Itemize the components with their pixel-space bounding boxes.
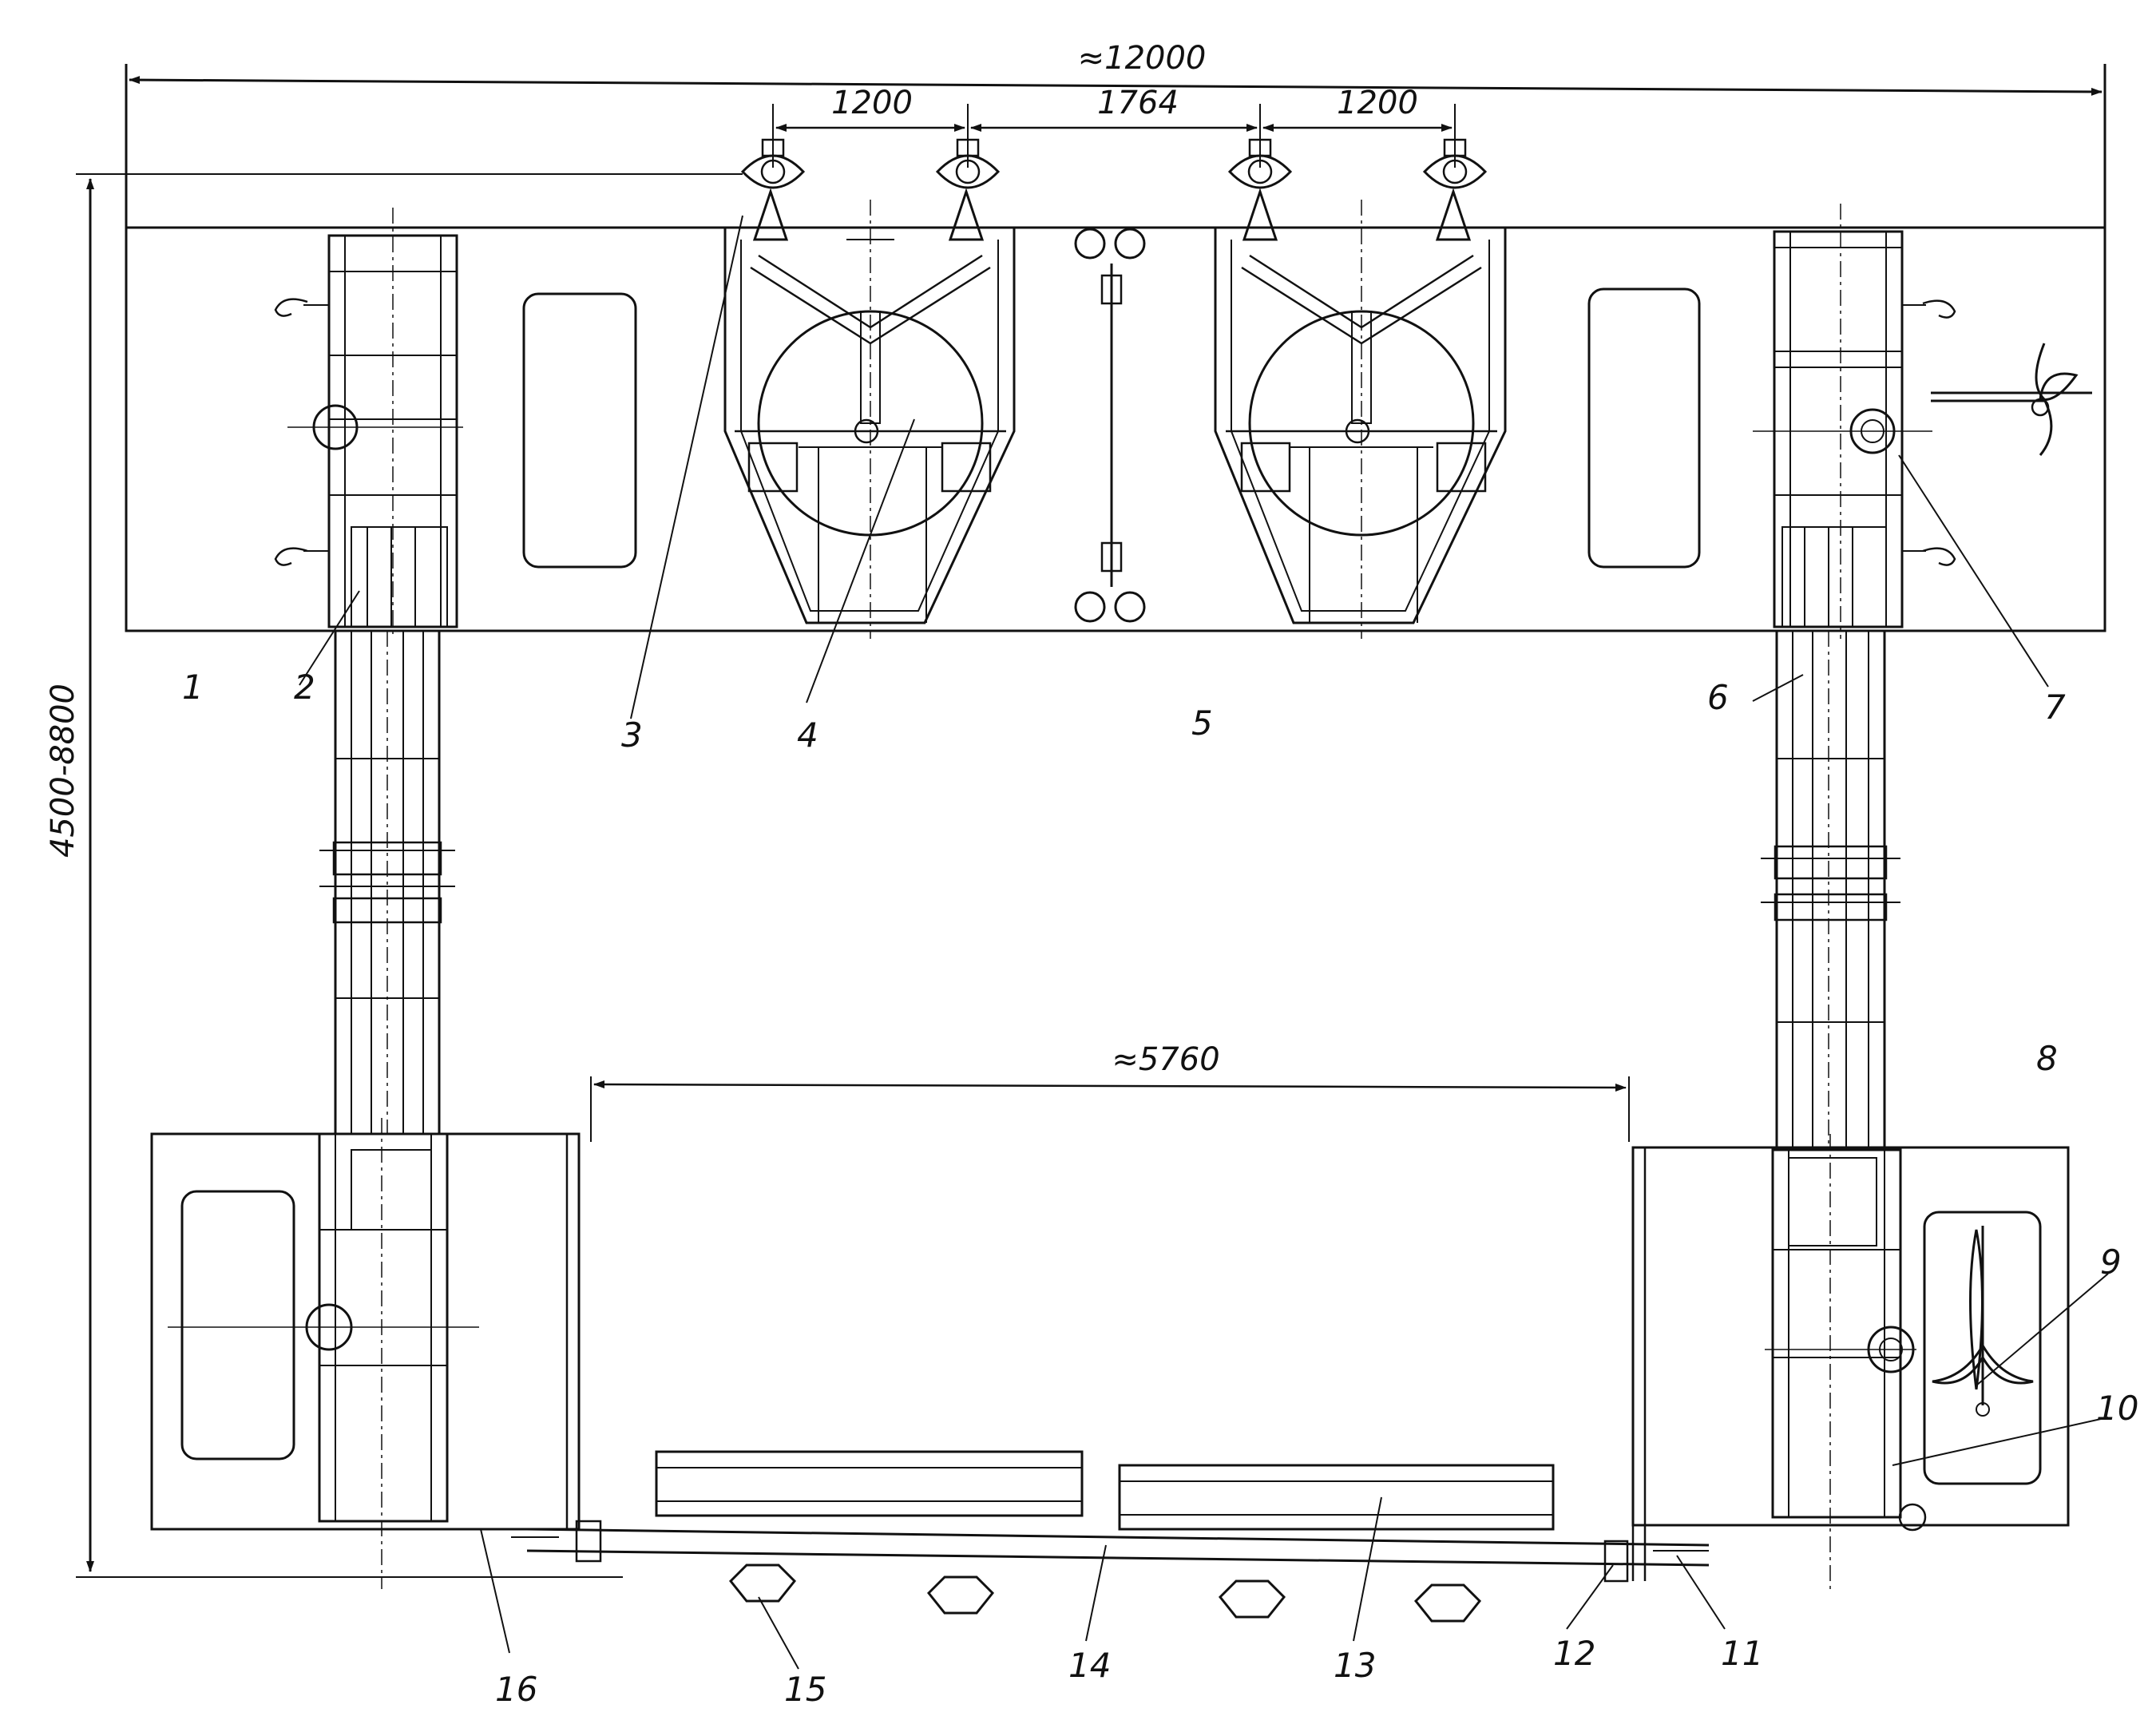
callout-10: 10 bbox=[2096, 1389, 2138, 1428]
callout-1: 1 bbox=[182, 668, 204, 707]
center-shaft bbox=[1074, 228, 1146, 623]
left-trolley bbox=[723, 138, 1016, 639]
callout-leaders bbox=[299, 215, 2109, 1670]
callout-6: 6 bbox=[1707, 678, 1729, 717]
callout-14: 14 bbox=[1068, 1646, 1111, 1685]
dimension-span: ≈5760 bbox=[590, 1041, 1630, 1142]
left-girder-window bbox=[522, 292, 637, 569]
callout-7: 7 bbox=[2044, 688, 2066, 727]
left-leg bbox=[319, 629, 455, 1135]
callout-11: 11 bbox=[1721, 1634, 1763, 1673]
callout-8: 8 bbox=[2036, 1039, 2058, 1078]
counterweight-left bbox=[655, 1450, 1084, 1517]
rail-wheels bbox=[728, 1564, 1482, 1623]
top-girder bbox=[125, 226, 2106, 632]
callout-15: 15 bbox=[784, 1670, 826, 1709]
rail-clamp-upper bbox=[1931, 343, 2092, 456]
callout-3: 3 bbox=[621, 715, 643, 755]
lower-left-carriage bbox=[150, 1118, 581, 1589]
callout-labels: 1 2 3 4 5 6 7 8 9 10 11 12 13 14 15 16 bbox=[182, 668, 2138, 1709]
right-trolley-wheel-1 bbox=[1227, 138, 1293, 241]
dim-height-range-text: 4500-8800 bbox=[45, 684, 81, 858]
right-trolley-wheel-2 bbox=[1422, 138, 1488, 241]
callout-2: 2 bbox=[294, 668, 315, 707]
dimension-overall-width: ≈12000 bbox=[125, 40, 2106, 228]
callout-4: 4 bbox=[797, 715, 818, 755]
left-end-carriage bbox=[274, 208, 463, 639]
callout-13: 13 bbox=[1334, 1646, 1376, 1685]
dim-overall-width-text: ≈12000 bbox=[1078, 40, 1207, 77]
counterweight-right bbox=[1118, 1464, 1555, 1531]
right-end-carriage bbox=[1753, 204, 1956, 639]
right-trolley bbox=[1214, 138, 1507, 639]
right-girder-window bbox=[1587, 287, 1701, 569]
callout-16: 16 bbox=[495, 1670, 537, 1709]
dim-spacing-right-text: 1200 bbox=[1337, 85, 1418, 121]
left-trolley-wheel-2 bbox=[935, 138, 1001, 241]
dim-spacing-center-text: 1764 bbox=[1097, 85, 1179, 121]
callout-5: 5 bbox=[1191, 703, 1213, 743]
callout-12: 12 bbox=[1553, 1634, 1595, 1673]
right-leg bbox=[1761, 629, 1900, 1151]
dim-span-text: ≈5760 bbox=[1112, 1041, 1219, 1078]
dim-spacing-left-text: 1200 bbox=[831, 85, 913, 121]
callout-9: 9 bbox=[2100, 1242, 2122, 1282]
rail-clamp-lower bbox=[1932, 1226, 2034, 1417]
left-trolley-wheel-1 bbox=[740, 138, 806, 241]
lower-right-carriage bbox=[1631, 1134, 2070, 1589]
dimension-wheel-spacing: 1200 1764 1200 bbox=[772, 85, 1456, 168]
travel-shaft bbox=[511, 1520, 1710, 1583]
dimension-height-range: 4500-8800 bbox=[45, 173, 743, 1578]
